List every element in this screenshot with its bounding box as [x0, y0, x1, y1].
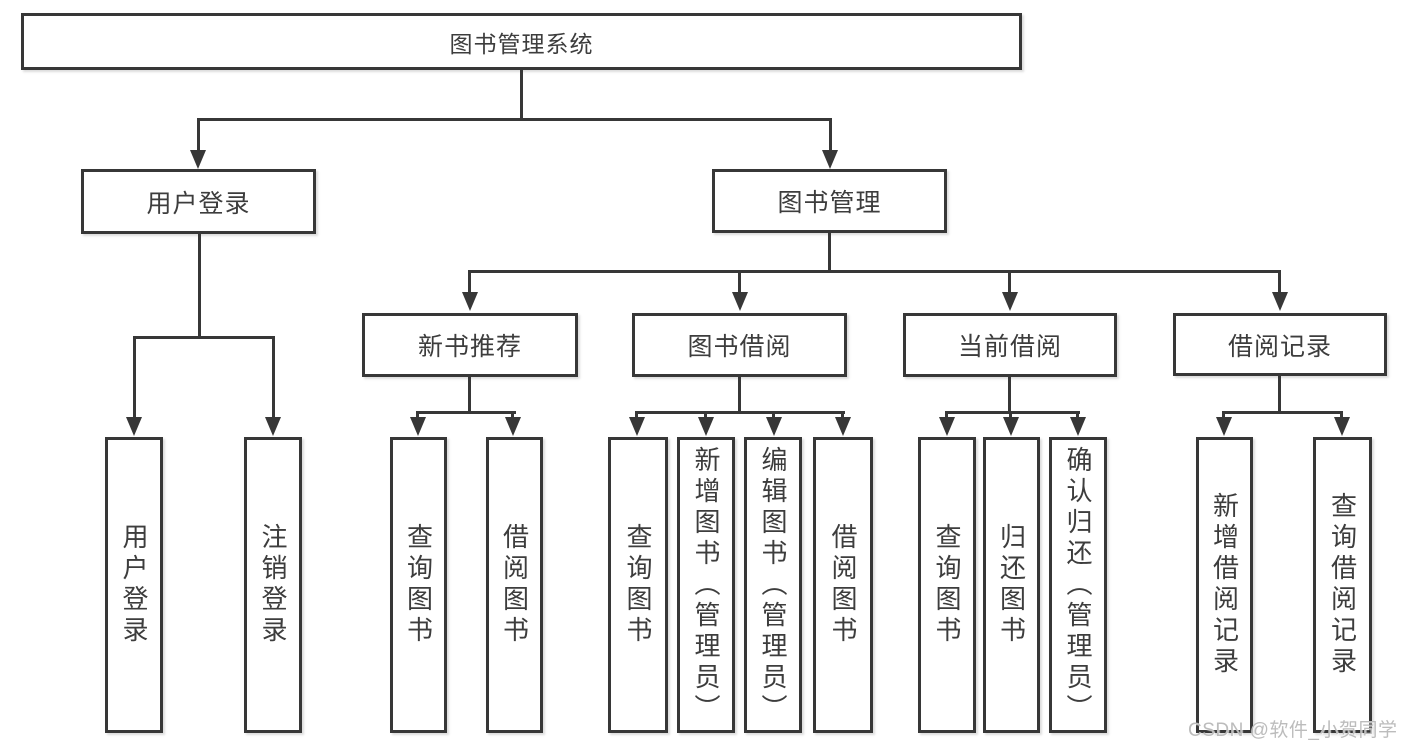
- node-logout: 注销登录: [244, 437, 302, 733]
- arrowhead-login: [126, 417, 142, 436]
- edge-leg-book-borrow: [738, 270, 741, 292]
- edge-root-stem: [520, 70, 523, 121]
- arrowhead-user-login: [190, 150, 206, 169]
- node-current-borrow: 当前借阅: [903, 313, 1117, 377]
- node-book-borrow-label: 图书借阅: [687, 333, 792, 361]
- node-bb-borrow-book: 借阅图书: [813, 437, 873, 733]
- edge-book-borrow-stem: [738, 377, 741, 414]
- edge-leg-br-add: [1222, 411, 1225, 419]
- edge-leg-borrow-records: [1278, 270, 1281, 292]
- node-borrow-records: 借阅记录: [1173, 313, 1387, 376]
- arrowhead-br-query: [1334, 417, 1350, 436]
- node-nb-query-book: 查询图书: [390, 437, 447, 733]
- arrowhead-bb-query: [629, 417, 645, 436]
- edge-l2-rail: [197, 118, 831, 121]
- arrowhead-borrow-records: [1272, 292, 1288, 311]
- node-cb-return-book-label: 归还图书: [996, 523, 1027, 647]
- edge-leg-book-mgmt: [829, 118, 832, 150]
- node-bb-edit-book: 编辑图书（管理员）: [744, 437, 802, 733]
- node-bb-edit-book-label: 编辑图书（管理员）: [758, 445, 788, 725]
- arrowhead-cb-return: [1003, 417, 1019, 436]
- arrowhead-nb-query: [410, 417, 426, 436]
- arrowhead-bb-add: [698, 417, 714, 436]
- node-new-book-rec: 新书推荐: [362, 313, 578, 377]
- node-bb-borrow-book-label: 借阅图书: [828, 523, 858, 647]
- edge-leg-current-borrow: [1008, 270, 1011, 292]
- node-bb-query-book: 查询图书: [608, 437, 668, 733]
- arrowhead-new-book-rec: [462, 292, 478, 311]
- edge-current-borrow-stem: [1008, 377, 1011, 414]
- node-login: 用户登录: [105, 437, 163, 733]
- edge-book-mgmt-rail: [469, 270, 1281, 273]
- arrowhead-bb-edit: [766, 417, 782, 436]
- node-br-query-record: 查询借阅记录: [1313, 437, 1372, 733]
- edge-leg-bb-add: [704, 411, 707, 419]
- edge-leg-nb-query: [416, 411, 419, 419]
- node-bb-add-book-label: 新增图书（管理员）: [691, 445, 721, 725]
- edge-user-login-stem: [198, 234, 201, 339]
- node-cb-return-book: 归还图书: [983, 437, 1040, 733]
- edge-leg-cb-confirm: [1076, 411, 1079, 419]
- node-current-borrow-label: 当前借阅: [957, 333, 1062, 361]
- node-cb-query-book: 查询图书: [918, 437, 976, 733]
- edge-book-mgmt-stem: [828, 233, 831, 273]
- edge-current-borrow-rail: [945, 411, 1080, 414]
- arrowhead-cb-query: [939, 417, 955, 436]
- edge-leg-user-login: [197, 118, 200, 150]
- node-book-mgmt-label: 图书管理: [777, 189, 882, 217]
- arrowhead-cb-confirm: [1070, 417, 1086, 436]
- node-user-login: 用户登录: [81, 169, 316, 234]
- node-root-label: 图书管理系统: [449, 30, 594, 57]
- edge-book-borrow-rail: [635, 411, 845, 414]
- edge-borrow-records-stem: [1278, 376, 1281, 414]
- arrowhead-nb-borrow: [505, 417, 521, 436]
- node-book-mgmt: 图书管理: [712, 169, 947, 233]
- edge-new-book-rec-rail: [416, 411, 516, 414]
- edge-leg-bb-borrow: [841, 411, 844, 419]
- edge-leg-logout: [272, 336, 275, 417]
- node-borrow-records-label: 借阅记录: [1227, 332, 1332, 361]
- edge-leg-bb-query: [635, 411, 638, 419]
- node-br-add-record-label: 新增借阅记录: [1209, 492, 1240, 678]
- node-new-book-rec-label: 新书推荐: [417, 333, 522, 361]
- edge-leg-bb-edit: [772, 411, 775, 419]
- arrowhead-logout: [265, 417, 281, 436]
- node-root: 图书管理系统: [21, 13, 1022, 70]
- edge-leg-br-query: [1340, 411, 1343, 419]
- node-cb-confirm-return: 确认归还（管理员）: [1049, 437, 1107, 733]
- node-logout-label: 注销登录: [258, 523, 288, 647]
- node-br-add-record: 新增借阅记录: [1196, 437, 1253, 733]
- edge-leg-cb-query: [945, 411, 948, 419]
- edge-user-login-rail: [133, 336, 275, 339]
- edge-leg-login: [133, 336, 136, 417]
- arrowhead-book-mgmt: [822, 150, 838, 169]
- edge-new-book-rec-stem: [468, 377, 471, 414]
- node-nb-borrow-book-label: 借阅图书: [499, 523, 530, 647]
- node-nb-borrow-book: 借阅图书: [486, 437, 543, 733]
- arrowhead-book-borrow: [732, 292, 748, 311]
- edge-leg-new-book-rec: [468, 270, 471, 292]
- csdn-watermark: CSDN @软件_小贺同学: [1188, 720, 1398, 741]
- arrowhead-current-borrow: [1002, 292, 1018, 311]
- node-user-login-label: 用户登录: [146, 189, 251, 218]
- node-br-query-record-label: 查询借阅记录: [1327, 492, 1358, 678]
- arrowhead-br-add: [1216, 417, 1232, 436]
- edge-borrow-records-rail: [1222, 411, 1343, 414]
- node-cb-confirm-return-label: 确认归还（管理员）: [1063, 445, 1093, 725]
- node-bb-query-book-label: 查询图书: [623, 523, 653, 647]
- node-login-label: 用户登录: [119, 523, 149, 647]
- node-book-borrow: 图书借阅: [632, 313, 847, 377]
- edge-leg-cb-return: [1009, 411, 1012, 419]
- edge-leg-nb-borrow: [511, 411, 514, 419]
- node-nb-query-book-label: 查询图书: [403, 523, 434, 647]
- node-cb-query-book-label: 查询图书: [932, 523, 962, 647]
- node-bb-add-book: 新增图书（管理员）: [677, 437, 735, 733]
- arrowhead-bb-borrow: [835, 417, 851, 436]
